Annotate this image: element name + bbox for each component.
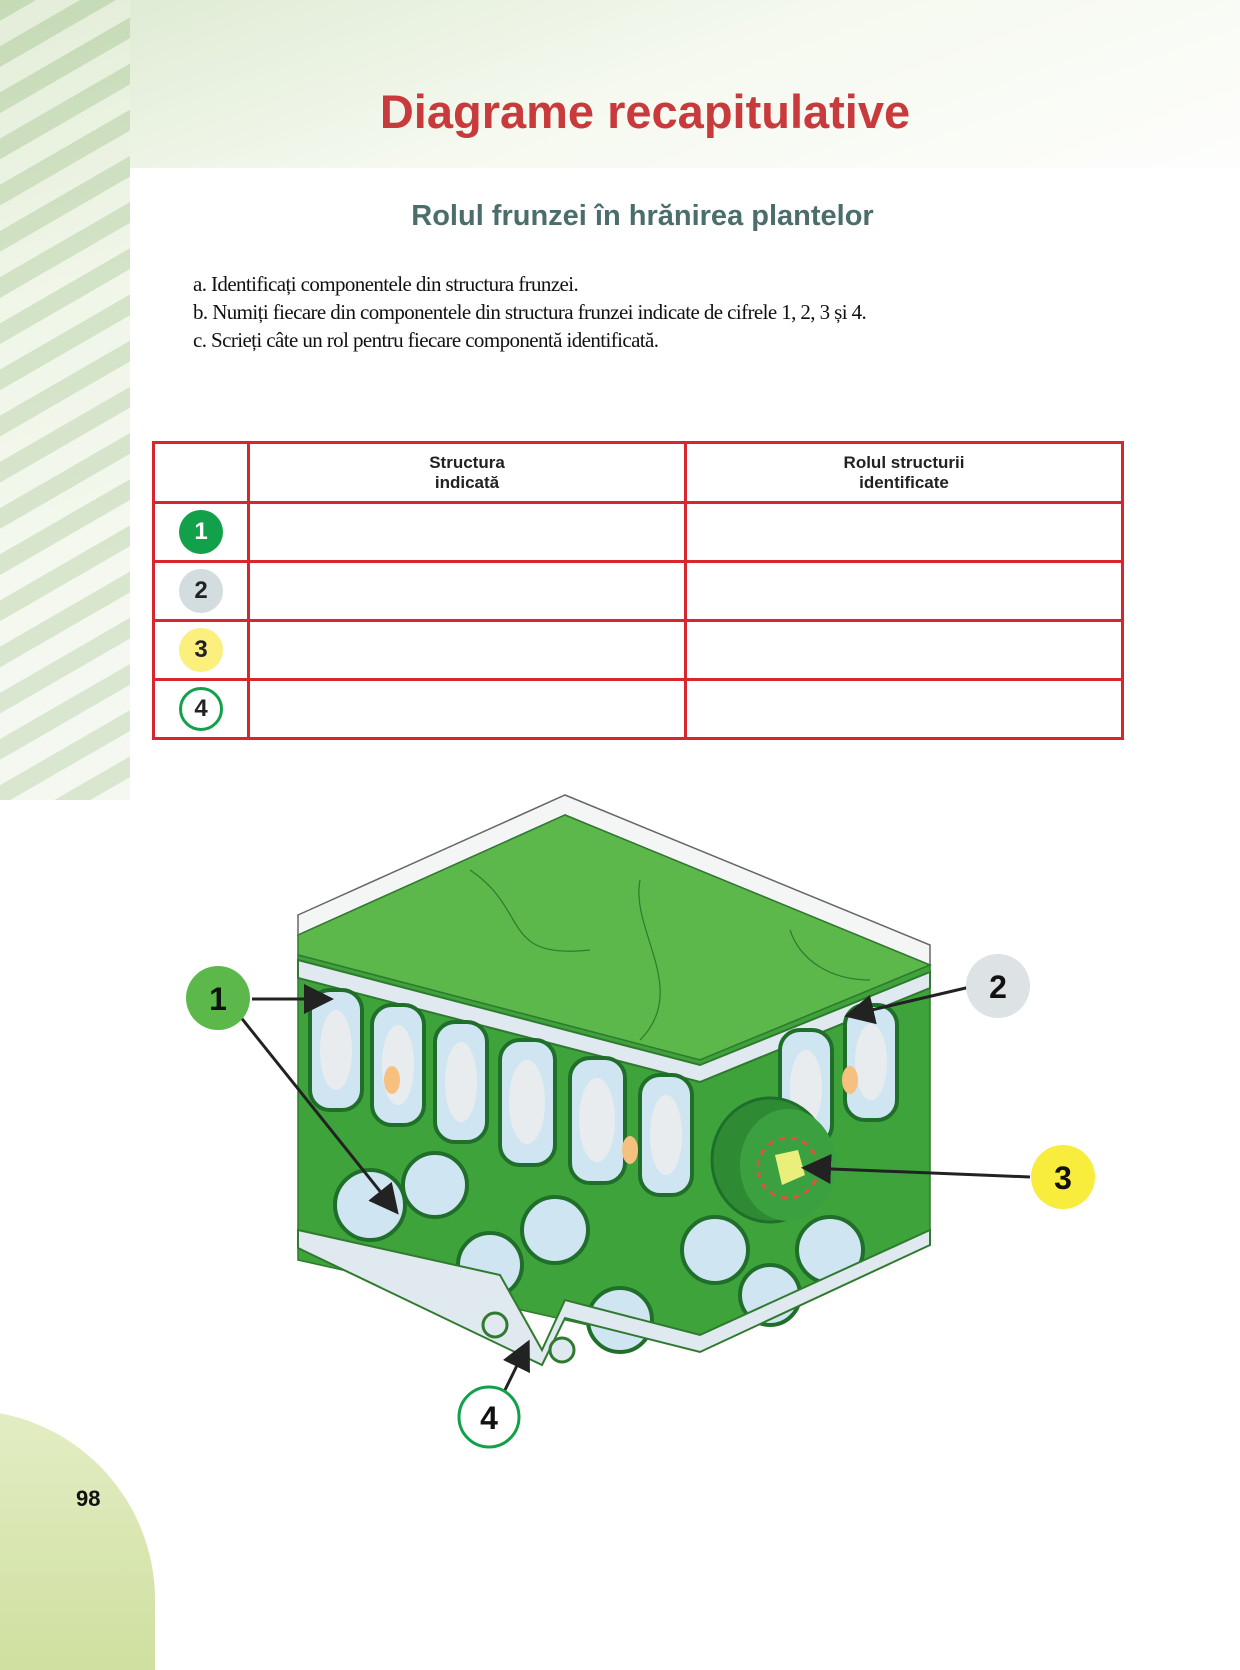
svg-text:1: 1 (209, 981, 227, 1017)
page-title: Diagrame recapitulative (379, 85, 911, 138)
row-number-cell: 4 (152, 678, 250, 740)
badge-2: 2 (179, 569, 223, 613)
leaf-cross-section-diagram: 1 2 3 4 (186, 794, 1095, 1449)
role-cell[interactable] (684, 560, 1124, 622)
svg-text:2: 2 (989, 969, 1007, 1005)
svg-text:3: 3 (1054, 1160, 1072, 1196)
background-leaf-fronds (0, 0, 130, 800)
palisade-cells (308, 988, 899, 1197)
diagram-label-1: 1 (186, 966, 250, 1030)
role-cell[interactable] (684, 619, 1124, 681)
answer-table: Structura indicată Rolul structurii iden… (152, 441, 1124, 740)
section-subtitle: Rolul frunzei în hrănirea plantelor (411, 200, 874, 232)
role-cell[interactable] (684, 501, 1124, 563)
svg-text:4: 4 (480, 1400, 498, 1436)
guard-cell (548, 1336, 576, 1364)
diagram-label-4: 4 (457, 1385, 521, 1449)
page-number: 98 (76, 1486, 101, 1511)
badge-3: 3 (179, 628, 223, 672)
structure-cell[interactable] (247, 678, 687, 740)
instructions: a. Identificați componentele din structu… (193, 270, 867, 354)
header-role-line1: Rolul structurii (843, 452, 965, 472)
header-structure-line1: Structura (429, 452, 505, 472)
role-cell[interactable] (684, 678, 1124, 740)
structure-cell[interactable] (247, 501, 687, 563)
instruction-a: a. Identificați componentele din structu… (193, 272, 579, 296)
header-empty (152, 441, 250, 504)
label-arrows (233, 984, 1031, 1391)
instruction-b: b. Numiți fiecare din componentele din s… (193, 300, 867, 324)
table-header-row: Structura indicată Rolul structurii iden… (152, 441, 1124, 504)
table-row: 3 (152, 619, 1124, 681)
diagram-label-2: 2 (966, 954, 1030, 1018)
structure-cell[interactable] (247, 619, 687, 681)
structure-cell[interactable] (247, 560, 687, 622)
upper-epidermis (297, 958, 931, 1084)
vascular-bundle (710, 1096, 836, 1224)
table-row: 4 (152, 678, 1124, 740)
header-structure-line2: indicată (434, 472, 500, 492)
table-row: 2 (152, 560, 1124, 622)
diagram-label-3: 3 (1031, 1145, 1095, 1209)
badge-4: 4 (179, 687, 223, 731)
instruction-c: c. Scrieți câte un rol pentru fiecare co… (193, 328, 659, 352)
header-role-line2: identificate (859, 472, 949, 492)
header-structure: Structura indicată (247, 441, 687, 504)
badge-1: 1 (179, 510, 223, 554)
guard-cell (481, 1311, 509, 1339)
lower-epidermis (297, 1228, 931, 1367)
table-row: 1 (152, 501, 1124, 563)
row-number-cell: 1 (152, 501, 250, 563)
row-number-cell: 3 (152, 619, 250, 681)
header-role: Rolul structurii identificate (684, 441, 1124, 504)
corner-decoration (0, 1410, 155, 1670)
row-number-cell: 2 (152, 560, 250, 622)
